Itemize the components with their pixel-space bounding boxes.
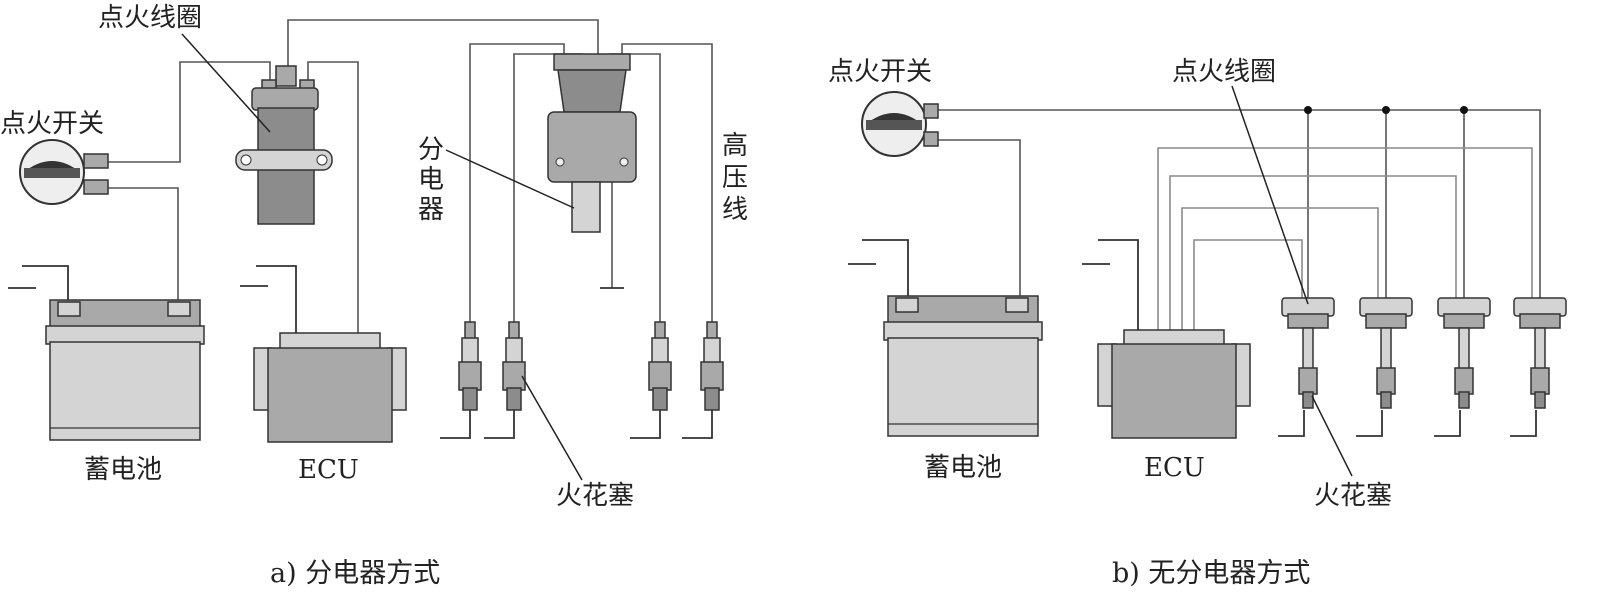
right-coil-leader <box>1231 85 1309 305</box>
left-hv-wire-label-1: 高 <box>722 131 748 161</box>
right-ecu-label: ECU <box>1144 453 1205 483</box>
left-distributor-leader <box>445 149 575 209</box>
left-distributor <box>547 53 637 233</box>
right-ecu <box>1082 239 1251 439</box>
right-spark-plug-label: 火花塞 <box>1314 481 1392 511</box>
left-battery-label: 蓄电池 <box>84 455 162 485</box>
left-battery <box>8 265 205 441</box>
left-hv-wire-label-3: 线 <box>722 195 748 225</box>
right-coil-label: 点火线圈 <box>1172 57 1276 87</box>
right-battery-label: 蓄电池 <box>924 453 1002 483</box>
left-spark-plug <box>440 321 724 439</box>
right-ignition-switch <box>861 91 939 157</box>
left-hv-wire-label-2: 压 <box>722 163 748 193</box>
left-spark-plug-label: 火花塞 <box>556 481 634 511</box>
left-spark-plug-leader <box>521 375 583 481</box>
left-ecu-label: ECU <box>298 455 359 485</box>
right-wires <box>934 106 1541 332</box>
left-distributor-label-3: 器 <box>418 195 444 225</box>
left-ignition-coil <box>235 65 333 225</box>
left-ecu <box>240 265 407 443</box>
left-diagram: 点火线圈 点火开关 分 电 器 高 压 线 蓄电池 ECU 火花塞 a) 分电器… <box>0 3 748 589</box>
right-coil-plug-unit <box>1278 297 1567 437</box>
left-coil-leader <box>181 33 271 133</box>
right-battery <box>848 239 1043 437</box>
left-ignition-switch <box>19 139 109 205</box>
right-spark-plug-leader <box>1311 395 1353 477</box>
left-switch-label: 点火开关 <box>0 109 104 139</box>
right-caption: b) 无分电器方式 <box>1112 558 1310 589</box>
left-distributor-label-1: 分 <box>418 135 444 165</box>
right-diagram: 点火开关 点火线圈 蓄电池 ECU 火花塞 b) 无分电器方式 <box>828 57 1567 589</box>
right-switch-label: 点火开关 <box>828 57 932 87</box>
left-caption: a) 分电器方式 <box>270 558 440 589</box>
left-coil-label: 点火线圈 <box>98 3 202 33</box>
left-distributor-label-2: 电 <box>418 165 444 195</box>
